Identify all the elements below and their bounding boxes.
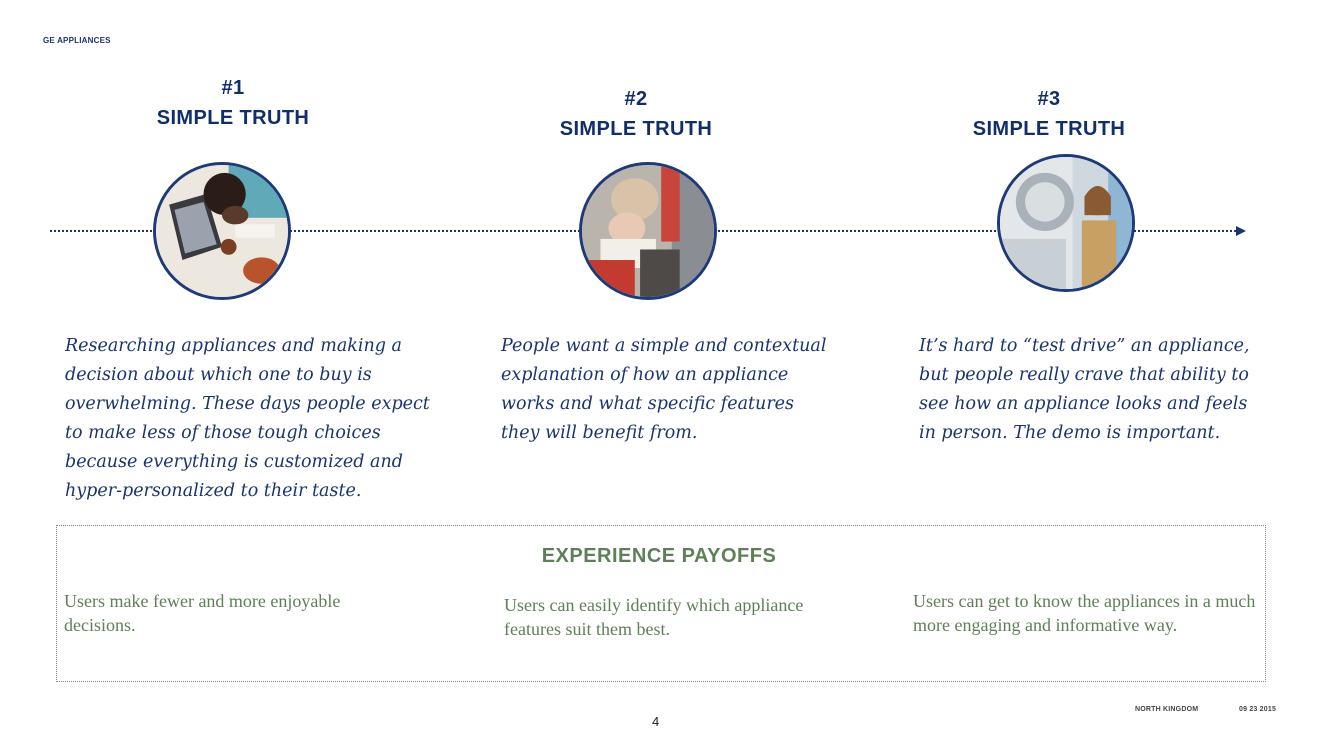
truth-3-text: It’s hard to “test drive” an appliance, … — [919, 336, 1250, 443]
payoff-2-text: Users can easily identify which applianc… — [504, 595, 804, 639]
payoff-1-text: Users make fewer and more enjoyable deci… — [64, 591, 341, 635]
truth-1-heading: #1 SIMPLE TRUTH — [113, 73, 353, 133]
truth-1-title: SIMPLE TRUTH — [156, 107, 310, 129]
experience-payoffs-box — [56, 525, 1266, 682]
footer-date: 09 23 2015 — [1239, 706, 1277, 713]
truth-1-number: #1 — [221, 77, 245, 99]
person-researching-on-laptop-photo — [153, 162, 291, 300]
payoff-3-text: Users can get to know the appliances in … — [913, 591, 1256, 635]
brand-label: GE APPLIANCES — [43, 36, 111, 45]
timeline-arrow-icon — [1236, 226, 1246, 236]
truth-2-number: #2 — [624, 88, 648, 110]
truth-1-text: Researching appliances and making a deci… — [65, 336, 430, 501]
truth-3-title: SIMPLE TRUTH — [972, 118, 1126, 140]
truth-2-title: SIMPLE TRUTH — [559, 118, 713, 140]
truth-2-heading: #2 SIMPLE TRUTH — [516, 84, 756, 144]
experience-payoffs-title: EXPERIENCE PAYOFFS — [541, 545, 777, 567]
page-number: 4 — [652, 714, 660, 729]
footer-company: NORTH KINGDOM — [1135, 706, 1199, 713]
truth-2-text: People want a simple and contextual expl… — [501, 336, 827, 443]
truth-3-number: #3 — [1037, 88, 1061, 110]
truth-3-heading: #3 SIMPLE TRUTH — [929, 84, 1169, 144]
woman-shopping-for-washer-photo — [997, 154, 1135, 292]
child-looking-into-oven-photo — [579, 162, 717, 300]
